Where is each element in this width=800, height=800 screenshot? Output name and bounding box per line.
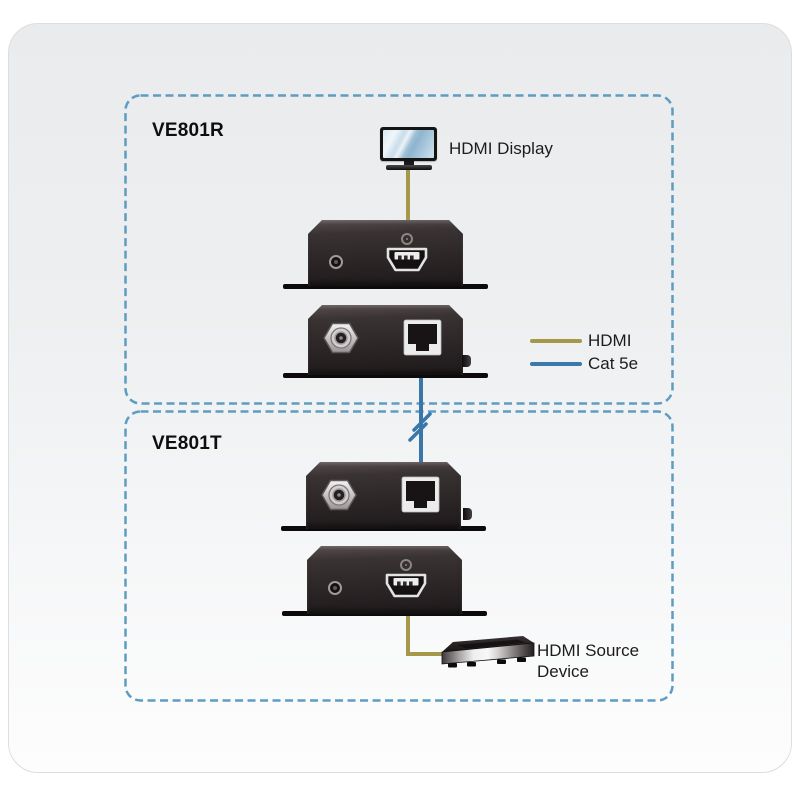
legend-cat5e-line (530, 362, 582, 366)
hdmi-source-device-label: HDMI Source Device (537, 641, 640, 681)
receiver-unit-rj45-face (308, 305, 471, 375)
receiver-unit-hdmi-face (308, 220, 463, 286)
zone-transmitter-label: VE801T (152, 433, 222, 454)
media-player-icon (441, 636, 535, 668)
zone-receiver-border (124, 94, 674, 405)
rj45-port-icon (403, 319, 442, 356)
hdmi-display-label: HDMI Display (449, 139, 553, 158)
hdmi-port-icon (385, 573, 427, 598)
cable-break-marks-icon (408, 412, 432, 442)
power-jack-icon (321, 479, 357, 511)
cat5e-cable-link (419, 376, 423, 463)
power-jack-icon (323, 322, 359, 354)
led-indicator-icon (329, 255, 343, 269)
hdmi-cable-display-to-receiver (406, 168, 410, 222)
legend-hdmi-line (530, 339, 582, 343)
mounting-bracket (283, 284, 488, 289)
grounding-terminal-icon (463, 508, 472, 520)
hdmi-port-icon (386, 247, 428, 272)
device-box-body (308, 220, 463, 286)
led-indicator-icon (328, 581, 342, 595)
mounting-bracket (283, 373, 488, 378)
zone-transmitter-dashed-rect (124, 410, 674, 702)
screw-icon (400, 559, 412, 571)
zone-receiver-dashed-rect (124, 94, 674, 405)
zone-transmitter-border (124, 410, 674, 702)
monitor-frame (380, 127, 437, 161)
legend-hdmi-label: HDMI (588, 331, 632, 350)
transmitter-unit-rj45-face (306, 462, 472, 529)
rj45-port-icon (401, 476, 440, 513)
monitor-screen-sheen (383, 130, 434, 158)
legend-cat5e-label: Cat 5e (588, 354, 639, 373)
transmitter-unit-hdmi-face (307, 546, 462, 614)
break-slash-1 (412, 412, 432, 432)
monitor-icon (380, 127, 437, 170)
monitor-neck (403, 161, 414, 165)
monitor-base (385, 165, 432, 170)
break-slash-2 (408, 422, 428, 442)
zone-receiver-label: VE801R (152, 120, 224, 141)
hdmi-cable-transmitter-vertical (406, 613, 410, 656)
hdmi-cable-transmitter-horizontal (406, 652, 442, 656)
screw-icon (401, 233, 413, 245)
device-box-body (307, 546, 462, 614)
grounding-terminal-icon (462, 355, 471, 367)
